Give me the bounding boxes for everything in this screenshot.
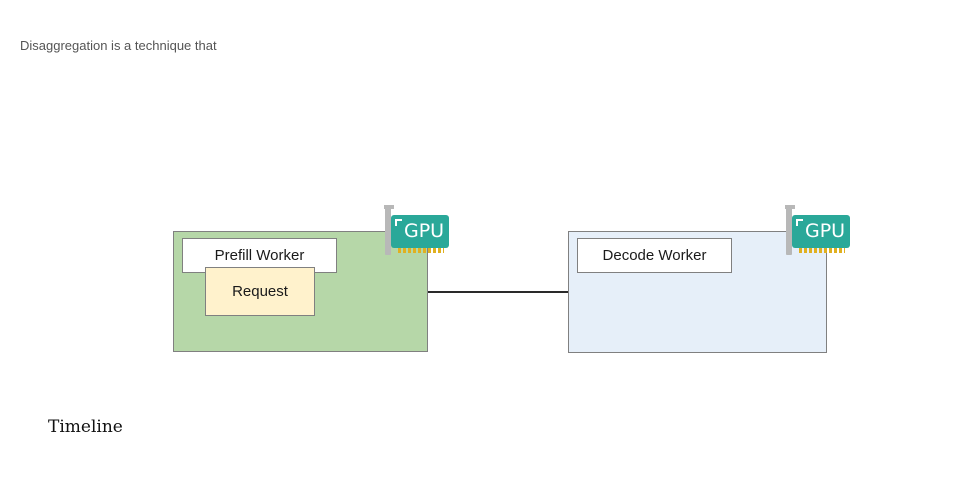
intro-text: Disaggregation is a technique that — [20, 38, 217, 53]
prefill-gpu-label: GPU — [404, 220, 445, 242]
decode-worker-label: Decode Worker — [577, 238, 732, 273]
decode-gpu-icon: GPU — [785, 205, 851, 257]
prefill-gpu-icon: GPU — [384, 205, 450, 257]
request-box: Request — [205, 267, 315, 316]
timeline-heading: Timeline — [48, 417, 123, 437]
decode-worker-box: Decode Worker — [568, 231, 827, 353]
decode-gpu-label: GPU — [805, 220, 846, 242]
worker-connector-line — [428, 291, 568, 293]
